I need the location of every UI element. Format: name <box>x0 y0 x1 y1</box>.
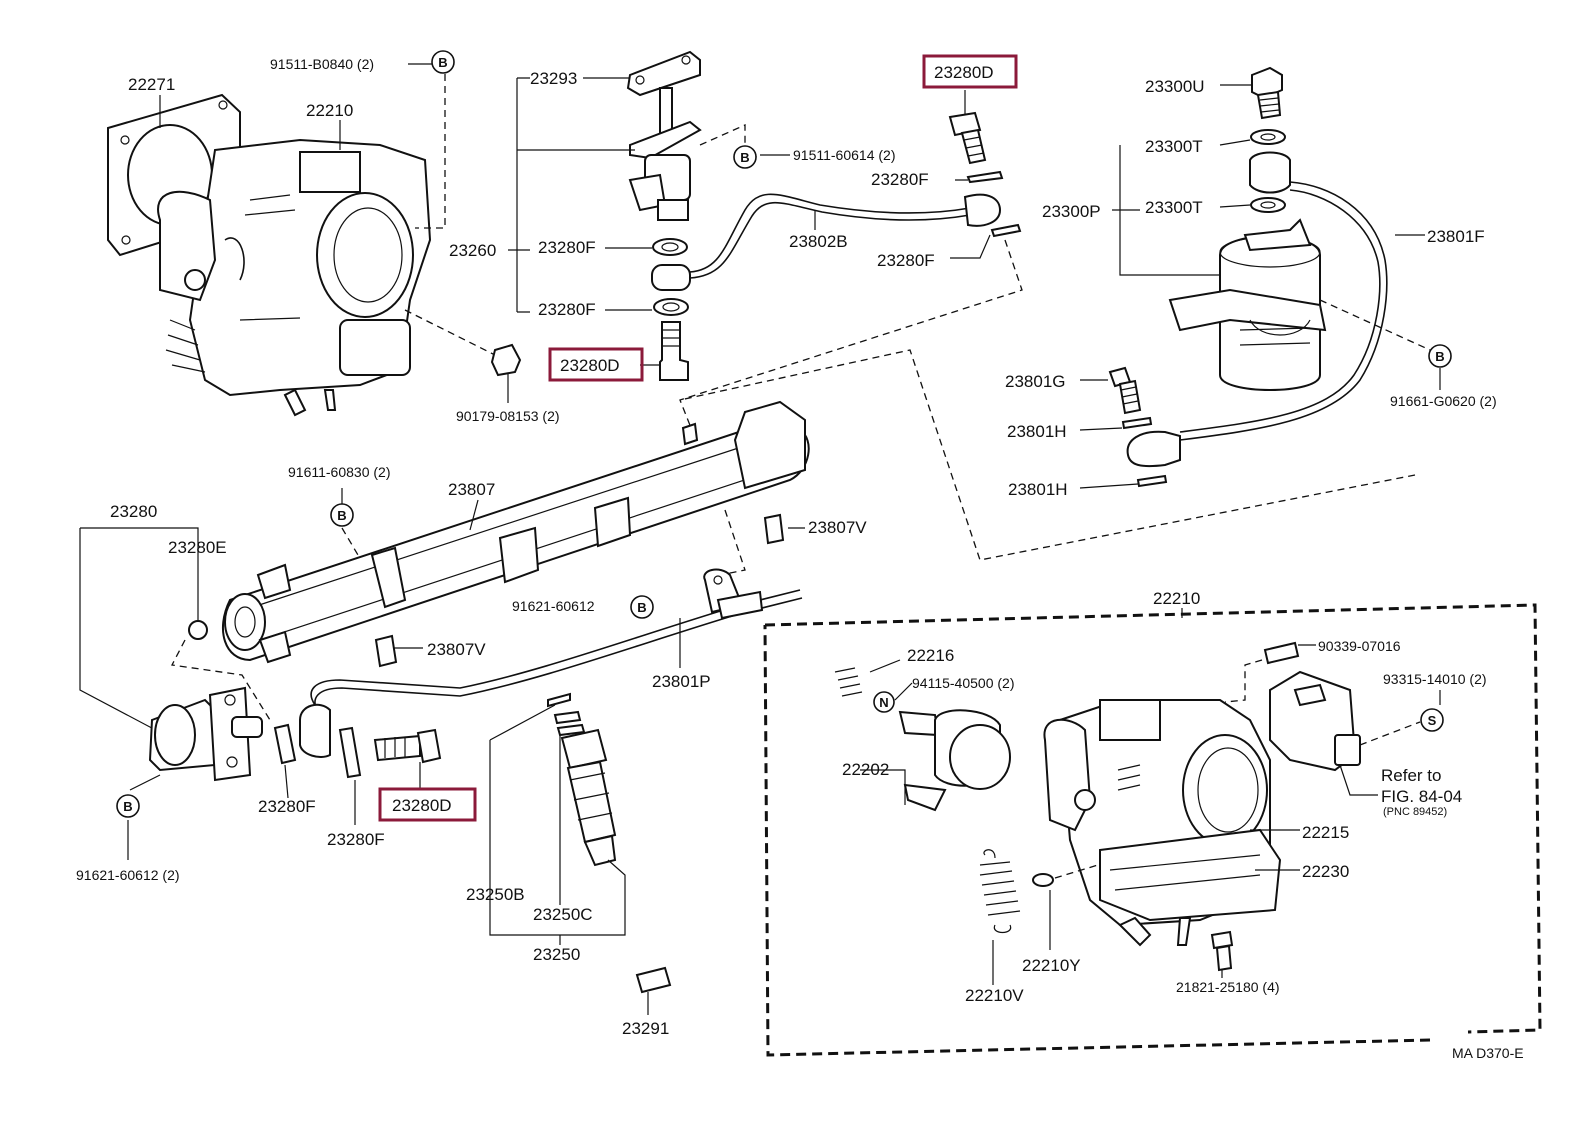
callout-23280e: 23280E <box>168 538 227 557</box>
union-bolt-23802b <box>689 90 1022 279</box>
svg-text:S: S <box>1428 713 1437 728</box>
callout-23260: 23260 <box>449 241 496 260</box>
callout-91611-60830: 91611-60830 (2) <box>288 464 390 480</box>
callout-22210-box: 22210 <box>1153 589 1200 608</box>
dashed-connector-b <box>679 349 1416 561</box>
svg-text:B: B <box>438 55 447 70</box>
callout-23300p: 23300P <box>1042 202 1101 221</box>
throttle-body-bottom-right <box>834 641 1441 985</box>
svg-text:B: B <box>740 150 749 165</box>
svg-text:B: B <box>637 600 646 615</box>
callout-91511-b0840: 91511-B0840 (2) <box>270 56 374 72</box>
pressure-regulator <box>79 527 297 860</box>
callout-22210-top: 22210 <box>306 101 353 120</box>
leaders-rail <box>341 488 805 576</box>
fuel-pipe-23801p <box>299 568 803 758</box>
union-bolt-bottom <box>338 726 442 825</box>
callout-23280f-b: 23280F <box>538 300 596 319</box>
delivery-pipe <box>221 400 810 664</box>
refer-to-label: Refer to <box>1381 766 1441 785</box>
callout-22210y: 22210Y <box>1022 956 1081 975</box>
callout-23807v-b: 23807V <box>427 640 486 659</box>
exploded-box-border <box>763 603 1542 1057</box>
symbol-s: S <box>1420 708 1444 732</box>
callout-23300t-a: 23300T <box>1145 137 1203 156</box>
svg-text:B: B <box>337 508 346 523</box>
callout-23250b: 23250B <box>466 885 525 904</box>
callout-90339-07016: 90339-07016 <box>1318 638 1401 654</box>
callout-22215: 22215 <box>1302 823 1349 842</box>
callout-23807: 23807 <box>448 480 495 499</box>
callout-23801g: 23801G <box>1005 372 1066 391</box>
collar-90179 <box>490 343 522 377</box>
callout-91621-60612-mid: 91621-60612 <box>512 598 595 614</box>
symbol-b-3: B <box>1428 344 1452 368</box>
fuel-injector <box>489 692 626 945</box>
refer-fig-label: FIG. 84-04 <box>1381 787 1462 806</box>
symbol-n: N <box>879 695 888 710</box>
callout-23280d-mid: 23280D <box>560 356 620 375</box>
leaders-top-right <box>1079 84 1441 489</box>
callout-23280d-bottom: 23280D <box>392 796 452 815</box>
symbol-b-5: B <box>630 595 654 619</box>
sleeve-23291 <box>635 966 672 994</box>
callout-23300t-b: 23300T <box>1145 198 1203 217</box>
callout-23280f-c: 23280F <box>871 170 929 189</box>
callout-23280: 23280 <box>110 502 157 521</box>
callout-22271: 22271 <box>128 75 175 94</box>
callout-91661-g0620: 91661-G0620 (2) <box>1390 393 1497 409</box>
diagram-code: MA D370-E <box>1452 1045 1524 1061</box>
callout-22202: 22202 <box>842 760 889 779</box>
callout-23801f: 23801F <box>1427 227 1485 246</box>
svg-text:B: B <box>123 799 132 814</box>
leaders-top-center <box>508 77 790 366</box>
callout-23807v-a: 23807V <box>808 518 867 537</box>
callout-23280f-f: 23280F <box>327 830 385 849</box>
leaders-top-left <box>159 63 509 403</box>
refer-pnc-label: (PNC 89452) <box>1383 806 1447 818</box>
callout-23280d-top: 23280D <box>934 63 994 82</box>
callout-94115-40500: 94115-40500 (2) <box>912 675 1014 691</box>
callout-23291: 23291 <box>622 1019 669 1038</box>
throttle-body-top-left <box>107 93 432 417</box>
callout-22230: 22230 <box>1302 862 1349 881</box>
callout-23280f-e: 23280F <box>258 797 316 816</box>
symbol-b-4: B <box>330 503 354 527</box>
pulsation-damper <box>626 50 702 381</box>
symbol-b-6: B <box>116 794 140 818</box>
callout-23801p: 23801P <box>652 672 711 691</box>
svg-text:B: B <box>1435 349 1444 364</box>
callout-22216: 22216 <box>907 646 954 665</box>
callout-23801h-b: 23801H <box>1008 480 1068 499</box>
callout-91621-60612-bottom: 91621-60612 (2) <box>76 867 180 883</box>
dashed-connector-a <box>679 239 1023 439</box>
callout-21821-25180: 21821-25180 (4) <box>1176 979 1280 995</box>
highlight-23280d-top <box>922 54 1018 89</box>
svg-text:N: N <box>879 695 888 710</box>
callout-91511-60614: 91511-60614 (2) <box>793 147 895 163</box>
callout-23280f-a: 23280F <box>538 238 596 257</box>
callout-93315-14010: 93315-14010 (2) <box>1383 671 1487 687</box>
callout-23802b: 23802B <box>789 232 848 251</box>
callout-90179-08153: 90179-08153 (2) <box>456 408 560 424</box>
callout-23250c: 23250C <box>533 905 593 924</box>
callout-23801h-a: 23801H <box>1007 422 1067 441</box>
highlight-23280d-bottom <box>378 787 477 822</box>
callout-23300u: 23300U <box>1145 77 1205 96</box>
callout-23280f-d: 23280F <box>877 251 935 270</box>
symbol-b-2: B <box>733 145 757 169</box>
callout-22210v: 22210V <box>965 986 1024 1005</box>
symbol-b-1: B <box>431 50 455 74</box>
highlight-23280d-mid <box>548 347 644 382</box>
callout-23293: 23293 <box>530 69 577 88</box>
fuel-filter <box>1108 66 1388 488</box>
callout-23250: 23250 <box>533 945 580 964</box>
